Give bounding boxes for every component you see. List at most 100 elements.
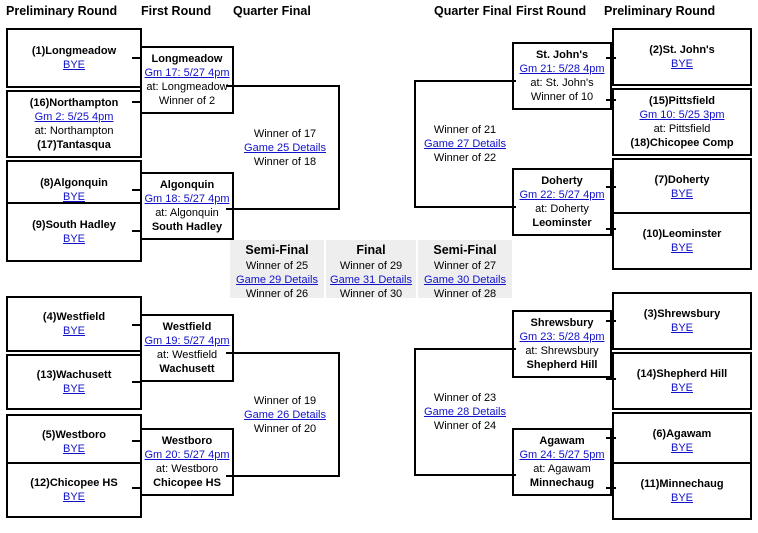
game-link[interactable]: Gm 10: 5/25 3pm — [639, 109, 725, 121]
game-link[interactable]: BYE — [62, 491, 85, 503]
winner-of-top: Winner of 19 — [253, 394, 317, 407]
first-round-box-left-1[interactable]: Longmeadow Gm 17: 5/27 4pm at: Longmeado… — [140, 46, 234, 114]
prelim-box-left-8[interactable]: (12)Chicopee HS BYE — [6, 462, 142, 518]
quarter-final-box-right-2[interactable]: Winner of 23 Game 28 Details Winner of 2… — [414, 348, 514, 476]
venue: at: Westfield — [156, 349, 218, 361]
semi-final-panel-right[interactable]: Semi-Final Winner of 27 Game 30 Details … — [418, 240, 512, 300]
prelim-box-right-1[interactable]: (2)St. John's BYE — [612, 28, 752, 86]
team-name: (10)Leominster — [642, 228, 722, 240]
game-details-link[interactable]: Game 25 Details — [244, 141, 326, 154]
game-link[interactable]: BYE — [670, 242, 693, 254]
prelim-box-right-2[interactable]: (15)Pittsfield Gm 10: 5/25 3pm at: Pitts… — [612, 88, 752, 156]
game-details-link[interactable]: Game 30 Details — [424, 274, 506, 286]
prelim-box-right-4[interactable]: (10)Leominster BYE — [612, 212, 752, 270]
connector-left-fr-qf-3 — [226, 352, 236, 354]
first-round-box-right-1[interactable]: St. John's Gm 21: 5/28 4pm at: St. John'… — [512, 42, 612, 110]
quarter-final-box-left-2[interactable]: Winner of 19 Game 26 Details Winner of 2… — [232, 352, 340, 477]
panel-title: Semi-Final — [245, 243, 309, 257]
team-name-top: Westboro — [161, 435, 213, 447]
game-link[interactable]: BYE — [62, 325, 85, 337]
prelim-box-left-4[interactable]: (9)South Hadley BYE — [6, 202, 142, 262]
game-details-link[interactable]: Game 29 Details — [236, 274, 318, 286]
header-left-first-round: First Round — [141, 4, 212, 18]
team-name-top: Doherty — [541, 175, 583, 187]
prelim-box-right-7[interactable]: (6)Agawam BYE — [612, 412, 752, 470]
game-details-link[interactable]: Game 26 Details — [244, 408, 326, 421]
team-name: (12)Chicopee HS — [30, 477, 118, 489]
prelim-box-right-3[interactable]: (7)Doherty BYE — [612, 158, 752, 216]
team-name-bottom: Chicopee HS — [153, 477, 221, 489]
team-name: (1)Longmeadow — [31, 45, 117, 57]
game-link[interactable]: BYE — [670, 442, 693, 454]
connector-left-6 — [132, 381, 142, 383]
winner-of-bottom: Winner of 24 — [433, 420, 497, 432]
team-name-top: Algonquin — [159, 179, 215, 191]
connector-left-7 — [132, 440, 142, 442]
game-details-link[interactable]: Game 31 Details — [330, 274, 412, 286]
winner-of-top: Winner of 21 — [433, 124, 497, 136]
prelim-box-left-6[interactable]: (13)Wachusett BYE — [6, 354, 142, 410]
game-link[interactable]: Gm 17: 5/27 4pm — [144, 67, 230, 79]
winner-of-bottom: Winner of 22 — [433, 152, 497, 164]
prelim-box-right-8[interactable]: (11)Minnechaug BYE — [612, 462, 752, 520]
connector-right-2 — [606, 99, 616, 101]
game-link[interactable]: BYE — [62, 383, 85, 395]
game-link[interactable]: BYE — [62, 191, 85, 203]
game-link[interactable]: BYE — [62, 233, 85, 245]
connector-right-7 — [606, 437, 616, 439]
game-link[interactable]: Gm 19: 5/27 4pm — [144, 335, 230, 347]
game-link[interactable]: Gm 23: 5/28 4pm — [519, 331, 605, 343]
game-details-link[interactable]: Game 28 Details — [424, 406, 506, 418]
prelim-box-left-2[interactable]: (16)Northampton Gm 2: 5/25 4pm at: North… — [6, 90, 142, 158]
team-name: (9)South Hadley — [32, 219, 116, 231]
prelim-box-left-5[interactable]: (4)Westfield BYE — [6, 296, 142, 352]
winner-of-top: Winner of 29 — [339, 260, 403, 272]
first-round-box-right-3[interactable]: Shrewsbury Gm 23: 5/28 4pm at: Shrewsbur… — [512, 310, 612, 378]
prelim-box-right-6[interactable]: (14)Shepherd Hill BYE — [612, 352, 752, 410]
game-link[interactable]: Gm 18: 5/27 4pm — [144, 193, 230, 205]
connector-right-fr-qf-4 — [506, 474, 516, 476]
venue: at: Shrewsbury — [525, 345, 599, 357]
semi-final-panel-left[interactable]: Semi-Final Winner of 25 Game 29 Details … — [230, 240, 324, 300]
game-link[interactable]: BYE — [670, 188, 693, 200]
winner-of-bottom: Winner of 20 — [253, 422, 317, 435]
game-link[interactable]: BYE — [62, 59, 85, 71]
first-round-box-right-2[interactable]: Doherty Gm 22: 5/27 4pm at: Doherty Leom… — [512, 168, 612, 236]
prelim-box-left-1[interactable]: (1)Longmeadow BYE — [6, 28, 142, 88]
quarter-final-box-right-1[interactable]: Winner of 21 Game 27 Details Winner of 2… — [414, 80, 514, 208]
first-round-box-left-3[interactable]: Westfield Gm 19: 5/27 4pm at: Westfield … — [140, 314, 234, 382]
team-name-bottom: Minnechaug — [529, 477, 595, 489]
venue: at: Algonquin — [155, 207, 219, 219]
team-name: (11)Minnechaug — [640, 478, 724, 490]
game-link[interactable]: BYE — [670, 322, 693, 334]
team-name: (3)Shrewsbury — [643, 308, 721, 320]
game-link[interactable]: Gm 22: 5/27 4pm — [519, 189, 605, 201]
game-details-link[interactable]: Game 27 Details — [424, 138, 506, 150]
game-link[interactable]: BYE — [62, 443, 85, 455]
quarter-final-box-left-1[interactable]: Winner of 17 Game 25 Details Winner of 1… — [232, 85, 340, 210]
game-link[interactable]: Gm 2: 5/25 4pm — [34, 111, 114, 123]
first-round-box-left-4[interactable]: Westboro Gm 20: 5/27 4pm at: Westboro Ch… — [140, 428, 234, 496]
team-name-bottom: Wachusett — [159, 363, 215, 375]
game-link[interactable]: BYE — [670, 58, 693, 70]
header-right-quarter-final: Quarter Final — [434, 4, 512, 18]
game-link[interactable]: BYE — [670, 382, 693, 394]
prelim-box-right-5[interactable]: (3)Shrewsbury BYE — [612, 292, 752, 350]
team-name-top: Westfield — [162, 321, 212, 333]
connector-left-fr-qf-4 — [226, 475, 236, 477]
venue: at: Longmeadow — [146, 81, 228, 93]
team-name: (15)Pittsfield — [648, 95, 715, 107]
team-name: (14)Shepherd Hill — [636, 368, 728, 380]
connector-right-fr-qf-2 — [506, 206, 516, 208]
final-panel[interactable]: Final Winner of 29 Game 31 Details Winne… — [326, 240, 416, 300]
connector-right-1 — [606, 57, 616, 59]
header-left-preliminary-round: Preliminary Round — [6, 4, 118, 18]
game-link[interactable]: Gm 21: 5/28 4pm — [519, 63, 605, 75]
game-link[interactable]: Gm 20: 5/27 4pm — [144, 449, 230, 461]
game-link[interactable]: Gm 24: 5/27 5pm — [519, 449, 605, 461]
first-round-box-left-2[interactable]: Algonquin Gm 18: 5/27 4pm at: Algonquin … — [140, 172, 234, 240]
venue: at: Northampton — [34, 125, 114, 137]
game-link[interactable]: BYE — [670, 492, 693, 504]
first-round-box-right-4[interactable]: Agawam Gm 24: 5/27 5pm at: Agawam Minnec… — [512, 428, 612, 496]
venue: at: St. John's — [530, 77, 594, 89]
